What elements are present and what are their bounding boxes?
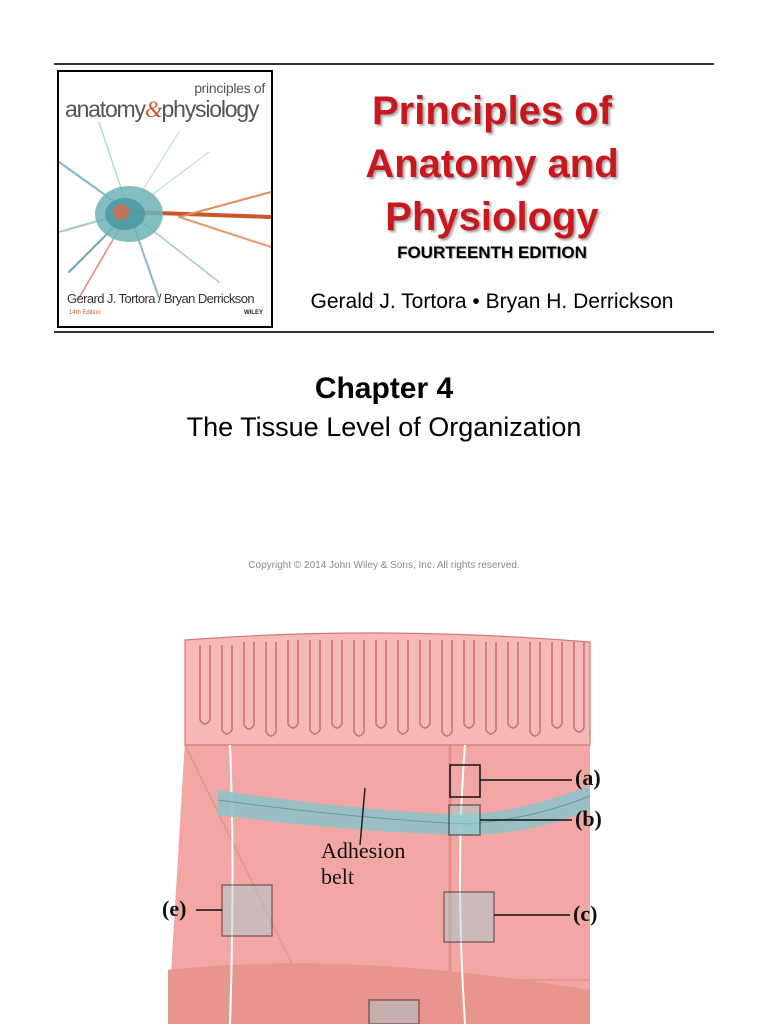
tag-c: (c) (573, 901, 598, 926)
book-title-line: Physiology (385, 195, 599, 239)
epithelial-cell-illustration (168, 632, 591, 1024)
tag-e: (e) (162, 896, 187, 921)
chapter-title: The Tissue Level of Organization (186, 412, 582, 442)
cover-publisher-logo: WILEY (244, 310, 263, 316)
top-divider (54, 63, 714, 65)
copyright-notice: Copyright © 2014 John Wiley & Sons, Inc.… (248, 560, 520, 571)
neuron-illustration (59, 122, 271, 298)
book-title-line: Principles of (371, 89, 613, 133)
tag-a: (a) (575, 765, 601, 790)
cover-title-line1: principles of (194, 80, 265, 96)
cover-edition: 14th Edition (69, 310, 101, 316)
bottom-divider (54, 331, 714, 333)
adhesion-belt-label: Adhesion belt (321, 838, 406, 889)
chapter-number: Chapter 4 (314, 372, 454, 405)
edition-label: FOURTEENTH EDITION (397, 243, 587, 262)
cover-title-line2: anatomy&physiology (65, 96, 259, 122)
cover-authors: Gerard J. Tortora / Bryan Derrickson (67, 291, 255, 306)
book-cover-image: principles of anatomy&physiology Gerard … (57, 70, 273, 328)
authors-line: Gerald J. Tortora • Bryan H. Derrickson (310, 290, 674, 313)
book-title: Principles of Anatomy and Physiology (290, 85, 694, 244)
book-title-line: Anatomy and (365, 142, 619, 186)
tag-b: (b) (575, 806, 602, 831)
cell-junction-figure: Adhesion belt (a) (b) (c) (e) (150, 620, 620, 1024)
